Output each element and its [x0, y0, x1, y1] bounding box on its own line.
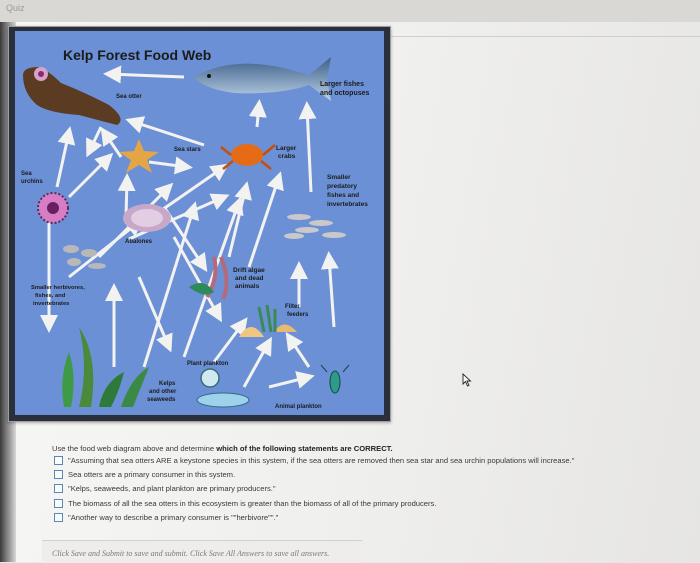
label-smaller-herbivores-1: Smaller herbivores,: [31, 285, 85, 291]
label-plant-plankton: Plant plankton: [187, 361, 229, 367]
label-smaller-herbivores-2: fishes, and: [35, 293, 66, 299]
answer-option-5[interactable]: "Another way to describe a primary consu…: [54, 511, 278, 523]
label-sea-stars: Sea stars: [174, 147, 201, 153]
label-larger-fishes: Larger fishes: [320, 81, 364, 88]
checkbox-1[interactable]: [54, 455, 63, 465]
abalone-icon: [123, 204, 171, 232]
label-filter-feeders-2: feeders: [287, 312, 309, 318]
arrow-abalone-to-stars: [117, 173, 136, 218]
label-animal-plankton: Animal plankton: [275, 404, 322, 410]
answer-option-1[interactable]: "Assuming that sea otters ARE a keystone…: [54, 454, 574, 466]
small-fish-school-icon: [284, 214, 346, 239]
answer-option-3[interactable]: "Kelps, seaweeds, and plant plankton are…: [54, 482, 276, 494]
label-larger-crabs-2: crabs: [278, 153, 296, 160]
submit-instructions-text: Click Save and Submit to save and submit…: [52, 549, 330, 558]
prompt-text: Use the food web diagram above and deter…: [52, 444, 217, 453]
label-drift-algae-1: Drift algae: [233, 267, 265, 274]
diagram-title: Kelp Forest Food Web: [63, 47, 211, 63]
answer-text-4: The biomass of all the sea otters in thi…: [68, 498, 437, 508]
crab-icon: [220, 144, 276, 170]
arrow-plankton-up: [320, 251, 339, 328]
label-kelps-1: Kelps: [159, 381, 176, 387]
label-octopuses: and octopuses: [320, 90, 370, 97]
arrow-otter-down: [86, 126, 103, 158]
larger-fish-icon: [194, 57, 331, 101]
food-web-svg: Kelp Forest Food Web Sea otter Larger fi…: [9, 27, 390, 421]
label-larger-crabs-1: Larger: [276, 145, 297, 152]
arrow-abalone-to-crab: [158, 163, 229, 214]
drift-algae-icon: [189, 256, 229, 300]
arrow-urchin-to-otter: [55, 126, 76, 188]
mouse-cursor-icon: [462, 373, 472, 387]
checkbox-5[interactable]: [54, 512, 63, 522]
answer-text-1: "Assuming that sea otters ARE a keystone…: [68, 455, 575, 465]
plant-plankton-icon: [196, 368, 250, 408]
arrow-kelp-to-crab: [182, 196, 244, 358]
arrow-mid-cross: [172, 236, 222, 323]
food-web-diagram: Kelp Forest Food Web Sea otter Larger fi…: [8, 26, 391, 422]
arrow-urchin-to-stars: [67, 152, 114, 199]
answer-option-2[interactable]: Sea otters are a primary consumer in thi…: [54, 468, 235, 480]
arrow-plankton-to-filter: [212, 317, 248, 363]
browser-top-strip: Quiz: [0, 0, 700, 22]
label-drift-algae-3: animals: [235, 283, 260, 290]
label-abalones: Abalones: [125, 239, 153, 245]
label-smaller-predatory-3: fishes and: [327, 192, 359, 199]
submit-instructions-bar: Click Save and Submit to save and submit…: [42, 540, 362, 563]
label-smaller-predatory-1: Smaller: [327, 174, 351, 181]
arrow-crab-to-fish: [248, 99, 267, 128]
answer-text-2: Sea otters are a primary consumer in thi…: [68, 469, 236, 479]
sea-otter-icon: [23, 67, 121, 125]
kelp-icon: [62, 327, 149, 407]
herbivores-icon: [63, 245, 106, 269]
label-drift-algae-2: and dead: [235, 275, 264, 282]
arrow-fish-to-otter: [103, 65, 185, 84]
sea-star-icon: [119, 139, 159, 173]
label-smaller-herbivores-3: invertebrates: [33, 301, 69, 307]
animal-plankton-icon: [320, 364, 350, 394]
arrow-crab-to-otter: [125, 116, 205, 147]
checkbox-2[interactable]: [54, 469, 63, 479]
label-kelps-3: seaweeds: [147, 397, 176, 403]
label-sea-urchins-1: Sea: [21, 171, 32, 177]
arrow-stars-to-otter: [100, 127, 123, 158]
filter-feeders-icon: [239, 304, 297, 337]
arrow-herb-down: [137, 276, 173, 353]
tab-text: Quiz: [6, 3, 25, 13]
label-sea-otter: Sea otter: [116, 94, 142, 100]
arrow-drift-to-crab-2: [247, 171, 284, 268]
label-sea-urchins-2: urchins: [21, 179, 43, 185]
arrow-kelp-to-stars: [142, 201, 200, 368]
answer-text-3: "Kelps, seaweeds, and plant plankton are…: [68, 483, 276, 493]
checkbox-3[interactable]: [54, 483, 63, 493]
checkbox-4[interactable]: [54, 498, 63, 508]
arrow-abalone-to-crab-2: [128, 193, 230, 241]
arrow-animal-to-filter: [285, 332, 311, 368]
question-prompt: Use the food web diagram above and deter…: [52, 444, 393, 453]
prompt-bold: which of the following statements are CO…: [216, 444, 393, 453]
arrow-plant-to-filter: [242, 336, 272, 388]
sea-urchin-icon: [37, 192, 69, 224]
arrow-smallfish-to-fish: [298, 101, 317, 193]
answer-option-4[interactable]: The biomass of all the sea otters in thi…: [54, 497, 436, 509]
label-filter-feeders-1: Filter: [285, 304, 300, 310]
label-kelps-2: and other: [149, 389, 177, 395]
arrow-stars-right: [148, 156, 193, 175]
label-smaller-predatory-2: predatory: [327, 183, 357, 190]
arrow-herb-to-abalone: [68, 218, 144, 279]
arrow-plant-to-animal: [268, 371, 315, 389]
feeding-arrows: [40, 65, 339, 389]
label-smaller-predatory-4: invertebrates: [327, 201, 368, 208]
answer-text-5: "Another way to describe a primary consu…: [68, 512, 279, 522]
